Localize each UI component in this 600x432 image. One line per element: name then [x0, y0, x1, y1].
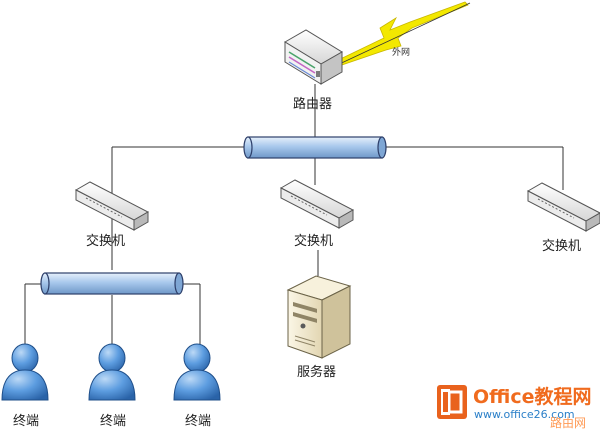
switch-left-label: 交换机	[86, 233, 125, 249]
router-icon	[284, 29, 343, 85]
server-label: 服务器	[297, 364, 336, 380]
server-icon	[286, 275, 352, 359]
watermark-brand: Office教程网	[473, 385, 592, 408]
switch-center-icon	[279, 179, 355, 229]
terminal-2-label: 终端	[100, 413, 126, 429]
switch-center-label: 交换机	[294, 233, 333, 249]
switch-right-label: 交换机	[542, 238, 581, 254]
main-bus-hub	[243, 136, 387, 159]
terminal-1-label: 终端	[13, 413, 39, 429]
switch-left-icon	[74, 181, 150, 231]
router-label: 路由器	[293, 96, 332, 112]
wan-label: 外网	[392, 46, 410, 58]
terminal-1-icon	[1, 343, 49, 401]
office-logo-icon	[437, 385, 467, 419]
terminal-2-icon	[88, 343, 136, 401]
terminal-3-icon	[173, 343, 221, 401]
terminal-3-label: 终端	[185, 413, 211, 429]
sub-bus-hub	[40, 272, 184, 295]
switch-right-icon	[526, 182, 600, 232]
wan-lightning-icon	[329, 1, 471, 69]
watermark-overlay: 路由网	[550, 415, 586, 430]
watermark: Office教程网 www.office26.com 路由网	[437, 385, 592, 430]
watermark-url: www.office26.com	[474, 408, 575, 421]
